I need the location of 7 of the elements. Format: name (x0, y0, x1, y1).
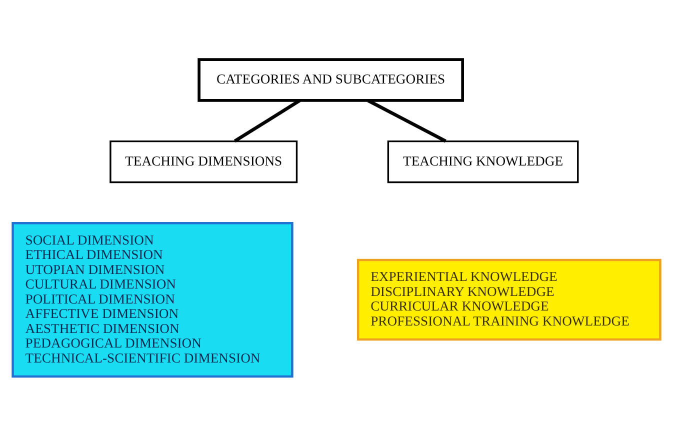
connector (234, 99, 301, 143)
node-box: SOCIAL DIMENSION ETHICAL DIMENSION UTOPIAN DIMENSION CULTURAL DIMENSION POLITICAL DIMENSION AFFECTIVE DIMENSION AESTHETIC DIMENSION PEDAGOGICAL DIMENSION TECHNICAL-SCIENTIFIC DIMENSION (12, 222, 294, 378)
node-box: EXPERIENTIAL KNOWLEDGE DISCIPLINARY KNOWLEDGE CURRICULAR KNOWLEDGE PROFESSIONAL TRAINING KNOWLEDGE (356, 258, 662, 341)
node-box: TEACHING DIMENSIONS (110, 140, 298, 184)
connector (367, 99, 446, 143)
node-box: TEACHING KNOWLEDGE (387, 140, 579, 184)
node-box: CATEGORIES AND SUBCATEGORIES (198, 58, 464, 102)
